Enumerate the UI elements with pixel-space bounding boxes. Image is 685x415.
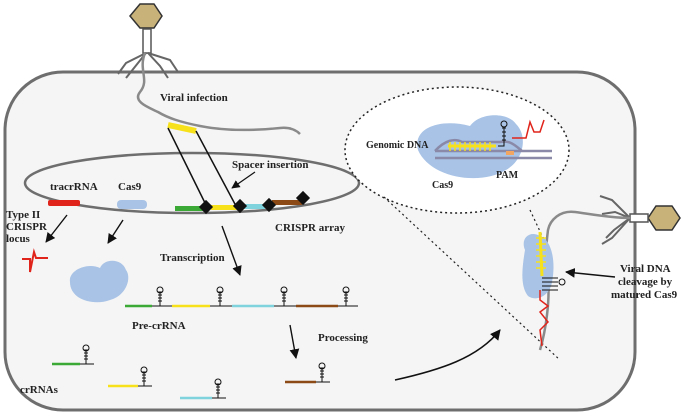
- spacer-green: [175, 206, 205, 211]
- label-viral-infection: Viral infection: [160, 92, 228, 104]
- repeat-2: [232, 198, 248, 214]
- label-cas9: Cas9: [118, 181, 142, 193]
- repeat-1: [198, 199, 214, 215]
- label-crispr-array: CRISPR array: [275, 222, 345, 234]
- mature-guide: [536, 231, 546, 277]
- label-type-ii-3: locus: [6, 233, 31, 245]
- label-viral-cleavage-3: matured Cas9: [611, 289, 678, 301]
- label-genomic-dna: Genomic DNA: [366, 140, 429, 151]
- label-processing: Processing: [318, 332, 368, 344]
- mature-hairpin: [542, 277, 566, 291]
- viral-dna-right: [538, 210, 631, 351]
- inset-guide: [448, 142, 496, 151]
- phage-top-icon: [117, 3, 179, 79]
- label-type-ii-2: CRISPR: [6, 221, 48, 233]
- tracrrna-gene: [48, 200, 80, 206]
- label-transcription: Transcription: [160, 252, 225, 264]
- viral-protospacer: [167, 122, 197, 134]
- crispr-chromosome: [23, 151, 361, 215]
- label-viral-cleavage-2: cleavage by: [618, 276, 673, 288]
- spacer-yellow: [211, 205, 237, 210]
- crrnas: [52, 344, 330, 400]
- repeat-4: [295, 190, 311, 206]
- label-cas9-inset: Cas9: [432, 180, 453, 191]
- cas9-gene: [117, 200, 147, 209]
- viral-dna-injected: [136, 52, 301, 135]
- label-pam: PAM: [496, 170, 519, 181]
- mature-tracrrna: [538, 290, 550, 347]
- inset-hairpin: [498, 120, 508, 147]
- inset-tracrrna: [512, 119, 545, 139]
- label-tracrrna: tracrRNA: [50, 181, 98, 193]
- label-pre-crrna: Pre-crRNA: [132, 320, 186, 332]
- cas9-protein: [69, 260, 129, 303]
- label-viral-cleavage-1: Viral DNA: [620, 263, 671, 275]
- tracrrna-molecule: [22, 248, 48, 273]
- label-spacer-insertion: Spacer insertion: [232, 159, 309, 171]
- maturation-arrow: [394, 329, 501, 381]
- label-type-ii-1: Type II: [6, 209, 40, 221]
- spacer-cyan: [243, 204, 265, 209]
- repeat-3: [261, 197, 277, 213]
- label-crrnas: crRNAs: [20, 384, 59, 396]
- pre-crrna: [125, 286, 358, 308]
- spacer-brown: [272, 200, 302, 205]
